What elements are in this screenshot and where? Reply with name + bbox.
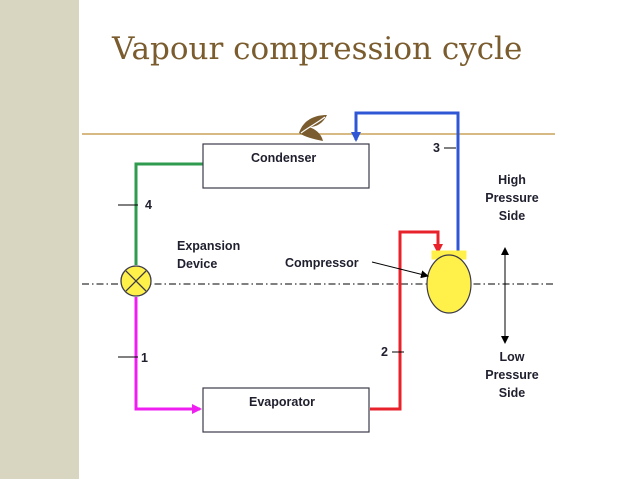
state-point-3: 3: [433, 141, 440, 155]
low-pressure-side-label: Low Pressure Side: [472, 348, 552, 402]
expansion-device-label-line1: Expansion: [177, 239, 241, 253]
slide-title: Vapour compression cycle: [112, 31, 523, 67]
high-pressure-line1: High: [498, 173, 526, 187]
slide-side-band: [0, 0, 79, 479]
low-pressure-line2: Pressure: [485, 368, 539, 382]
compressor-icon: [426, 250, 472, 314]
high-pressure-line2: Pressure: [485, 191, 539, 205]
expansion-device-label-line2: Device: [177, 257, 218, 271]
high-pressure-line3: Side: [498, 209, 526, 223]
low-pressure-line1: Low: [499, 350, 525, 364]
state-point-4: 4: [145, 198, 152, 212]
compressor-label: Compressor: [285, 256, 359, 270]
evaporator-to-compressor-pipe: [370, 230, 443, 411]
high-pressure-side-label: High Pressure Side: [472, 171, 552, 225]
state-point-1: 1: [141, 351, 148, 365]
evaporator-box: [202, 387, 370, 433]
expansion-valve-icon: [120, 265, 152, 297]
condenser-box: [202, 143, 370, 189]
condenser-label: Condenser: [251, 151, 317, 165]
compressor-leader-line: [371, 261, 429, 279]
ornate-leaf-bullet-icon: [299, 115, 327, 141]
compressor-to-condenser-pipe: [351, 111, 460, 252]
state-point-2: 2: [381, 345, 388, 359]
valve-to-evaporator-pipe: [134, 297, 202, 414]
low-pressure-line3: Side: [498, 386, 526, 400]
condenser-to-valve-pipe: [134, 162, 203, 265]
evaporator-label: Evaporator: [249, 395, 315, 409]
